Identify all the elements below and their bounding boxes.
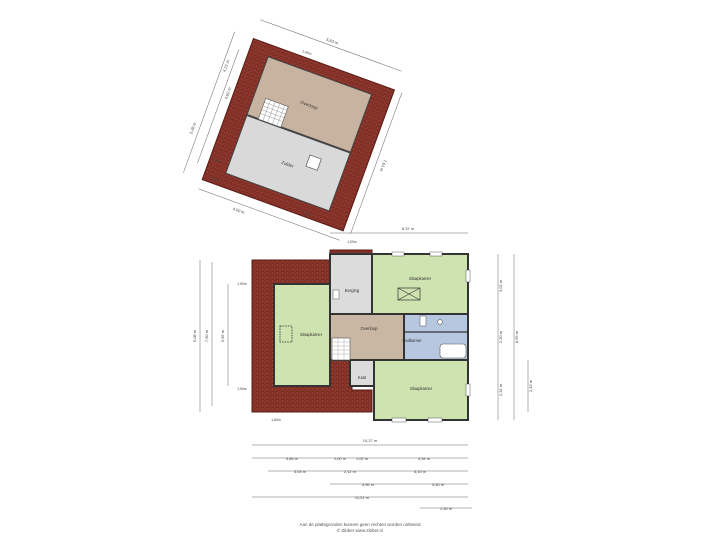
dim-left-eave-bottom: 1,50m	[237, 387, 247, 391]
attic-dim-top: 5,63 m	[326, 37, 340, 46]
windows	[391, 251, 471, 423]
dim-b-row5: 11,21 m	[355, 495, 370, 500]
attic-dim-left-mid: 4,22 m	[222, 59, 231, 73]
dim-right-lower: 2,31 m	[498, 383, 503, 396]
room-slaapkamer-left	[273, 283, 331, 387]
dim-b-row3-b: 2,11 m	[344, 469, 357, 474]
label-slaapkamer-left: Slaapkamer	[300, 332, 323, 337]
attic-eave-bottom: 1,50m	[302, 210, 313, 217]
attic-hatch	[305, 154, 322, 171]
bath-tub	[439, 343, 467, 359]
attic-dim-left-outer: 3,28 m	[188, 121, 197, 135]
dim-b-row3-c: 5,15 m	[414, 469, 427, 474]
footer-copyright: © Zibber www.zibber.nl	[336, 528, 384, 533]
dim-right-total: 8,69 m	[514, 330, 519, 343]
attic-eave-top: 1,50m	[302, 49, 313, 56]
dim-left-eave-top: 1,50m	[237, 282, 247, 286]
dim-b-row3-a: 3,03 m	[294, 469, 307, 474]
dim-left-mid: 7,60 m	[204, 329, 209, 342]
label-slaapkamer-bottom: Slaapkamer	[410, 386, 433, 391]
dim-top-total: 6,37 m	[402, 226, 415, 231]
label-kast: Kast	[358, 375, 367, 380]
dim-b-row2-d: 4,34 m	[418, 456, 431, 461]
label-badkamer: Badkamer	[402, 338, 422, 343]
footer-disclaimer: Aan de plattegronden kunnen geen rechten…	[299, 522, 421, 527]
floor-stairs	[331, 337, 351, 361]
dim-right-mid: 2,30 m	[498, 330, 503, 343]
dim-b-row2-c: 1,02 m	[356, 456, 369, 461]
toilet	[419, 315, 427, 327]
dim-b-row2-a: 3,85 m	[286, 456, 299, 461]
dim-b-row2-b: 1,00 m	[334, 456, 347, 461]
dim-right-extra: 2,43 m	[528, 379, 533, 392]
room-berging	[329, 253, 373, 315]
attic-dim-bottom: 4,00 m	[232, 206, 246, 215]
room-slaapkamer-bottom	[373, 359, 469, 421]
dim-left-outer: 9,08 m	[192, 329, 197, 342]
skylight-left-room	[279, 325, 293, 343]
attic-label-overloop: Overloop	[300, 100, 319, 111]
dim-top-small: 1,00m	[347, 240, 357, 244]
label-overloop: Overloop	[361, 326, 379, 331]
dim-left-inner: 5,56 m	[220, 329, 225, 342]
attic-dim-right: 7,61 m	[379, 159, 388, 173]
berging-fixture	[332, 289, 340, 300]
dim-eave-bottom: 1,80m	[271, 418, 281, 422]
dim-b-row4-b: 3,30 m	[432, 482, 445, 487]
dim-b-row4-a: 3,96 m	[362, 482, 375, 487]
label-slaapkamer-top: Slaapkamer	[409, 276, 432, 281]
attic-stairs	[257, 97, 289, 128]
floor-plan: Slaapkamer Berging Slaapkamer Overloop B…	[192, 226, 533, 511]
bath-sink	[437, 319, 443, 325]
dim-right-upper: 3,02 m	[498, 279, 503, 292]
attic-eave-left: 1,50m	[211, 157, 222, 164]
attic-dim-left-inner: 0,82 m	[223, 86, 232, 100]
label-berging: Berging	[345, 288, 360, 293]
dim-b-row6: 1,30 m	[440, 506, 453, 511]
room-slaapkamer-top	[371, 253, 469, 315]
room-kast	[349, 359, 375, 387]
dim-b-row1: 10,27 m	[363, 438, 378, 443]
attic-eave-bottom-left: 1,50m	[209, 176, 220, 183]
attic-label-zolder: Zolder	[281, 160, 295, 169]
attic-plan: Overloop Zolder 5,63 m 7,61 m 4,00 m 1,5…	[183, 19, 403, 241]
skylight-top-room	[397, 287, 421, 301]
